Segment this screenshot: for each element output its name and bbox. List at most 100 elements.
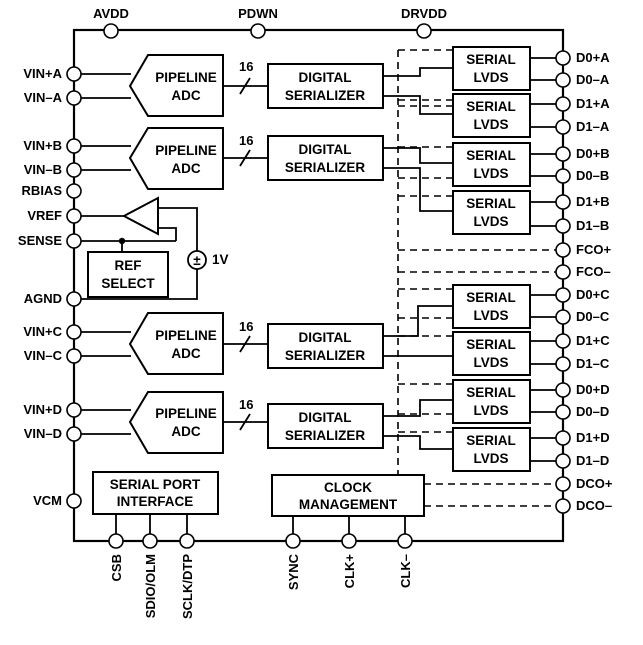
input-wires (81, 73, 131, 435)
pipeline-adc-b: PIPELINE ADC (128, 127, 224, 190)
clock-line2: MANAGEMENT (299, 497, 398, 512)
pin-label-d1-minus-a: D1–A (576, 119, 610, 134)
lvds-2-line2: LVDS (473, 117, 508, 132)
pin-label-vin-minus-c: VIN–C (24, 348, 63, 363)
reference-section: REF SELECT ± 1V (81, 196, 229, 300)
lvds-output-wires (530, 57, 556, 462)
left-pins: VIN+A VIN–A VIN+B VIN–B RBIAS VREF SENSE… (18, 66, 82, 509)
serializer-d-line1: DIGITAL (299, 410, 352, 425)
digital-serializer-a: DIGITAL SERIALIZER (267, 63, 384, 109)
bottom-pins: CSB SDIO/OLM SCLK/DTP SYNC CLK+ CLK– (108, 533, 413, 619)
pin-label-fco-minus: FCO– (576, 264, 611, 279)
adc-b-line2: ADC (171, 161, 200, 176)
pin-label-avdd: AVDD (93, 6, 129, 21)
lvds-8-line1: SERIAL (466, 433, 516, 448)
voltage-source-value: 1V (212, 252, 229, 267)
vref-buffer-triangle (121, 196, 159, 236)
pin-label-d0-plus-c: D0+C (576, 287, 610, 302)
pin-label-clk-plus: CLK+ (342, 554, 357, 589)
pin-label-d0-minus-c: D0–C (576, 309, 610, 324)
pin-label-agnd: AGND (24, 291, 62, 306)
lvds-1-line2: LVDS (473, 70, 508, 85)
lvds-4-line1: SERIAL (466, 196, 516, 211)
serializer-to-lvds-wires (383, 67, 453, 450)
pin-label-vref: VREF (27, 208, 62, 223)
pin-label-sense: SENSE (18, 233, 62, 248)
pin-label-fco-plus: FCO+ (576, 242, 611, 257)
bus-width-a: 16 (239, 59, 253, 74)
top-pin-drvdd: DRVDD (401, 6, 447, 39)
right-pins: D0+A D0–A D1+A D1–A D0+B D0–B D1+B D1–B … (555, 50, 613, 514)
serializer-c-line1: DIGITAL (299, 330, 352, 345)
lvds-blocks: SERIAL LVDS SERIAL LVDS SERIAL LVDS SERI… (452, 46, 531, 472)
adc-d-line1: PIPELINE (155, 406, 217, 421)
pin-label-vin-minus-a: VIN–A (24, 90, 63, 105)
adc-a-line1: PIPELINE (155, 70, 217, 85)
lvds-3-line2: LVDS (473, 166, 508, 181)
lvds-5-line1: SERIAL (466, 290, 516, 305)
pin-label-d1-minus-c: D1–C (576, 356, 610, 371)
pin-label-rbias: RBIAS (22, 183, 63, 198)
adc-d-line2: ADC (171, 424, 200, 439)
pin-label-dco-minus: DCO– (576, 498, 612, 513)
pin-label-d0-plus-b: D0+B (576, 146, 610, 161)
spi-line2: INTERFACE (117, 494, 194, 509)
serializer-b-line2: SERIALIZER (285, 160, 366, 175)
pin-label-sync: SYNC (286, 553, 301, 590)
ref-select-line1: REF (115, 258, 142, 273)
pin-label-d1-plus-a: D1+A (576, 96, 610, 111)
pin-label-d1-plus-d: D1+D (576, 430, 610, 445)
bus-width-d: 16 (239, 397, 253, 412)
pin-label-clk-minus: CLK– (398, 554, 413, 588)
lvds-2-line1: SERIAL (466, 99, 516, 114)
adc-c-line2: ADC (171, 346, 200, 361)
top-pin-pdwn: PDWN (238, 6, 278, 39)
pin-label-sdio-olm: SDIO/OLM (143, 554, 158, 618)
bus-width-c: 16 (239, 319, 253, 334)
pin-label-d0-minus-d: D0–D (576, 404, 609, 419)
pin-label-d1-minus-d: D1–D (576, 453, 609, 468)
digital-serializer-d: DIGITAL SERIALIZER (267, 403, 384, 449)
lvds-7-line2: LVDS (473, 403, 508, 418)
pin-label-d1-minus-b: D1–B (576, 218, 609, 233)
pin-label-vcm: VCM (33, 493, 62, 508)
pipeline-adc-a: PIPELINE ADC (128, 54, 224, 117)
serializer-a-line2: SERIALIZER (285, 88, 366, 103)
clock-distribution-dashed (397, 49, 556, 507)
lvds-6-line2: LVDS (473, 355, 508, 370)
top-pin-avdd: AVDD (93, 6, 129, 39)
pin-label-d0-plus-a: D0+A (576, 50, 610, 65)
lvds-4-line2: LVDS (473, 214, 508, 229)
digital-serializer-b: DIGITAL SERIALIZER (267, 135, 384, 181)
lvds-6-line1: SERIAL (466, 337, 516, 352)
serializer-d-line2: SERIALIZER (285, 428, 366, 443)
voltage-source-symbol: ± (193, 253, 201, 268)
pin-label-d0-minus-a: D0–A (576, 72, 610, 87)
pin-label-vin-plus-d: VIN+D (23, 402, 62, 417)
serializer-a-line1: DIGITAL (299, 70, 352, 85)
pin-label-drvdd: DRVDD (401, 6, 447, 21)
pin-label-pdwn: PDWN (238, 6, 278, 21)
chip-outline (72, 28, 565, 543)
pin-label-d1-plus-b: D1+B (576, 194, 610, 209)
pin-label-vin-minus-b: VIN–B (24, 162, 62, 177)
lvds-8-line2: LVDS (473, 451, 508, 466)
lvds-3-line1: SERIAL (466, 148, 516, 163)
pin-label-d0-minus-b: D0–B (576, 168, 609, 183)
serial-port-interface: SERIAL PORT INTERFACE (92, 471, 219, 534)
pin-label-csb: CSB (109, 554, 124, 581)
spi-line1: SERIAL PORT (110, 477, 201, 492)
pipeline-adc-d: PIPELINE ADC (128, 391, 224, 454)
adc-a-line2: ADC (171, 88, 200, 103)
pin-label-vin-plus-c: VIN+C (23, 324, 62, 339)
serializer-b-line1: DIGITAL (299, 142, 352, 157)
pin-label-dco-plus: DCO+ (576, 476, 613, 491)
adc-c-line1: PIPELINE (155, 328, 217, 343)
pin-label-d0-plus-d: D0+D (576, 382, 610, 397)
ref-select-box (87, 251, 169, 298)
lvds-5-line2: LVDS (473, 308, 508, 323)
clock-line1: CLOCK (324, 480, 372, 495)
pin-label-vin-minus-d: VIN–D (24, 426, 62, 441)
serializer-c-line2: SERIALIZER (285, 348, 366, 363)
